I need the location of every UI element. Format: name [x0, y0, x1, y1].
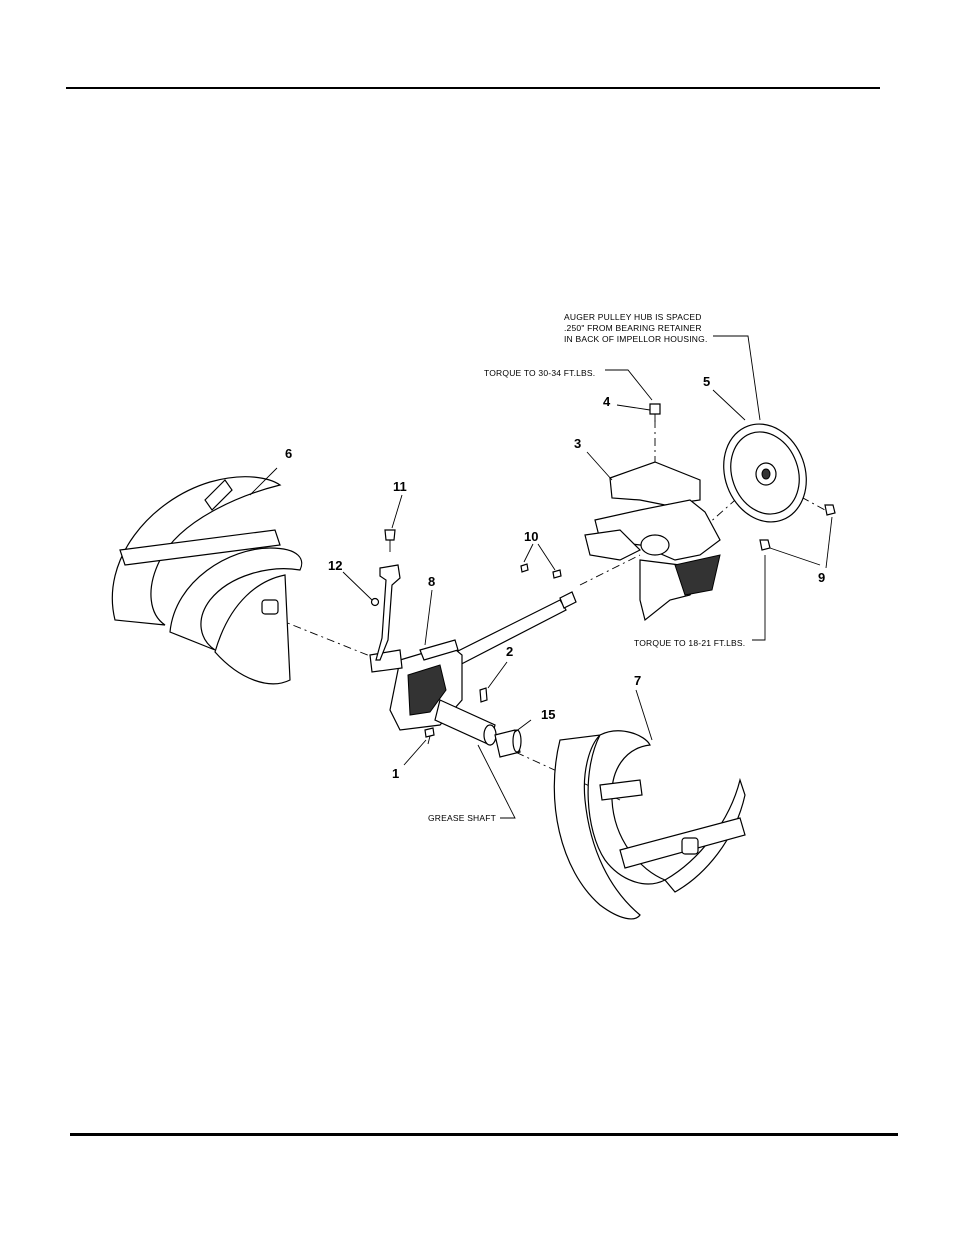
- callout-10: 10: [524, 529, 538, 544]
- note-pulley-line2: .250" FROM BEARING RETAINER: [564, 323, 702, 333]
- impeller: [585, 462, 720, 620]
- bolt-and-bracket: [372, 530, 401, 660]
- callout-6: 6: [285, 446, 292, 461]
- note-torque-bolt: TORQUE TO 30-34 FT.LBS.: [484, 368, 595, 378]
- left-auger: [112, 477, 301, 684]
- callout-7: 7: [634, 673, 641, 688]
- callout-12: 12: [328, 558, 342, 573]
- callout-3: 3: [574, 436, 581, 451]
- callout-9: 9: [818, 570, 825, 585]
- impeller-bolt: [650, 404, 660, 422]
- callout-8: 8: [428, 574, 435, 589]
- note-torque-nut: TORQUE TO 18-21 FT.LBS.: [634, 638, 745, 648]
- callout-4: 4: [603, 394, 611, 409]
- note-pulley-line3: IN BACK OF IMPELLOR HOUSING.: [564, 334, 708, 344]
- callout-11: 11: [393, 479, 407, 494]
- callout-2: 2: [506, 644, 513, 659]
- callout-5: 5: [703, 374, 710, 389]
- note-pulley-line1: AUGER PULLEY HUB IS SPACED: [564, 312, 702, 322]
- gearbox-shaft-assembly: [370, 592, 576, 745]
- auger-pulley: [710, 412, 819, 533]
- note-grease-shaft: GREASE SHAFT: [428, 813, 496, 823]
- callout-15: 15: [541, 707, 555, 722]
- callout-1: 1: [392, 766, 399, 781]
- right-auger: [554, 731, 745, 919]
- leader-lines: [250, 336, 832, 818]
